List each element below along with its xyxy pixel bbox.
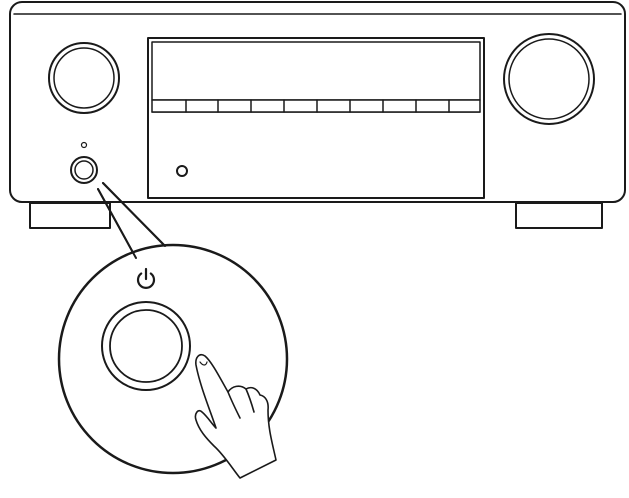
volume-knob-inner [508, 38, 590, 120]
input-selector-knob [48, 42, 120, 114]
right-foot [515, 202, 603, 229]
magnified-power-button-inner [109, 309, 183, 383]
callout-magnifier [57, 182, 289, 479]
left-foot [29, 202, 111, 229]
display-panel [147, 37, 485, 199]
power-icon [136, 267, 156, 289]
power-button-inner [74, 160, 94, 180]
receiver-body [9, 1, 626, 229]
volume-knob [503, 33, 595, 125]
input-selector-knob-inner [53, 47, 115, 109]
magnified-power-button [101, 301, 191, 391]
button-row [151, 99, 481, 113]
headphone-jack [176, 165, 188, 177]
power-indicator [80, 141, 88, 149]
power-button [70, 156, 98, 184]
finger-press-icon [194, 353, 277, 479]
